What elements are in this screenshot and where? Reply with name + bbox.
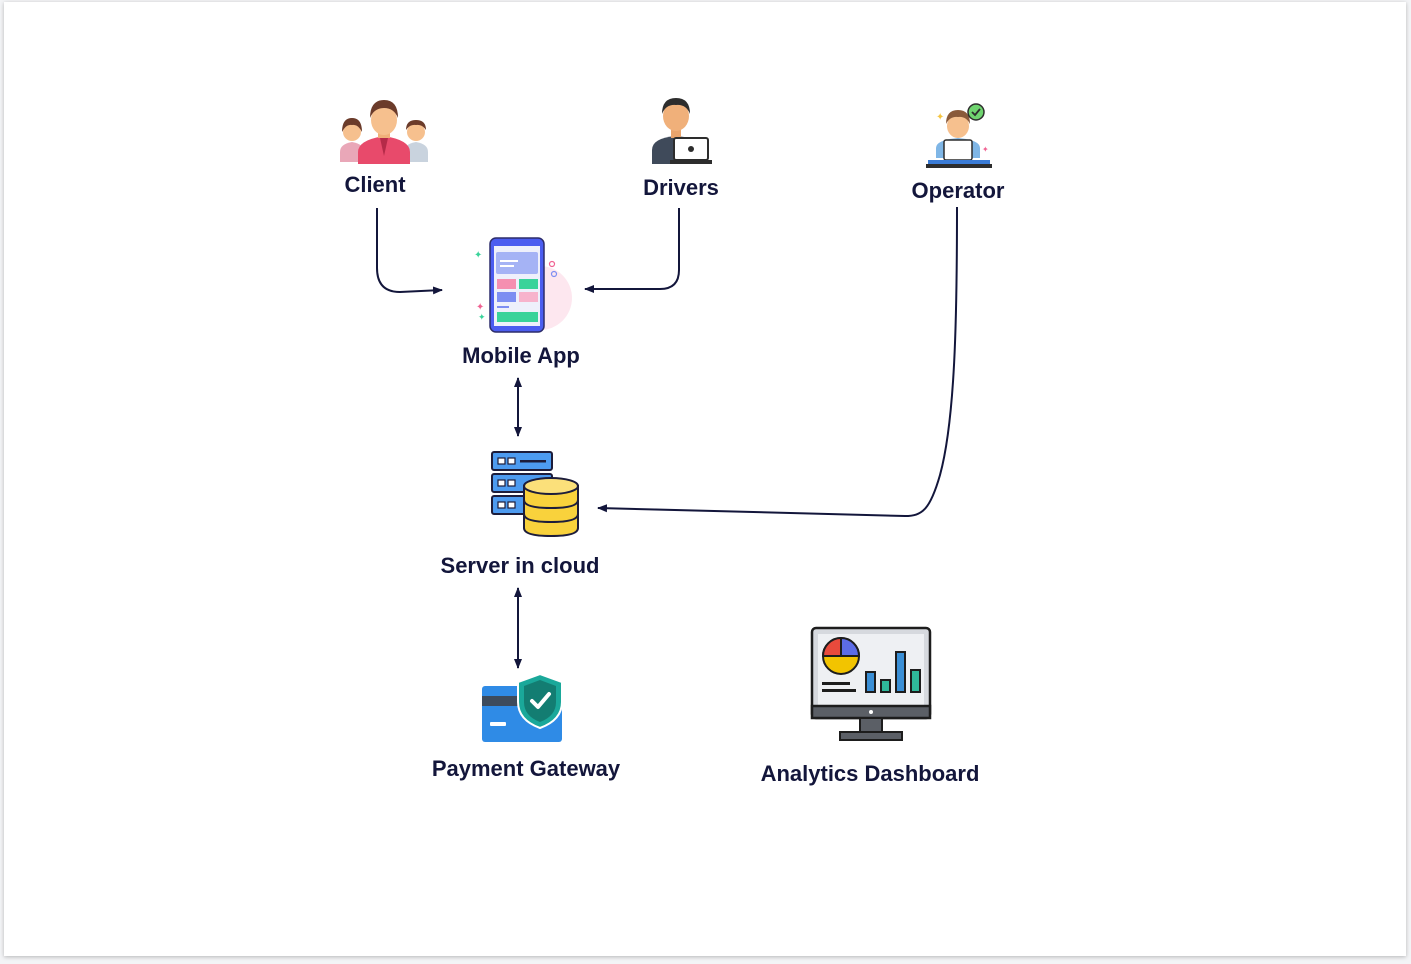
credit-card-shield-icon (482, 672, 563, 742)
payment-gateway-label: Payment Gateway (431, 756, 621, 781)
svg-text:✦: ✦ (478, 313, 486, 323)
svg-text:✦: ✦ (982, 145, 989, 154)
arrow-client-to-app (376, 208, 443, 295)
server-database-icon (491, 451, 579, 538)
arrow-drivers-to-app (584, 208, 680, 293)
driver-with-laptop-icon (652, 98, 712, 164)
svg-text:✦: ✦ (476, 302, 484, 313)
operator-label: Operator (911, 178, 1005, 203)
analytics-dashboard-label: Analytics Dashboard (760, 761, 980, 786)
drivers-label: Drivers (643, 175, 719, 200)
svg-text:✦: ✦ (474, 250, 482, 261)
svg-text:✦: ✦ (936, 112, 944, 123)
client-label: Client (344, 172, 406, 197)
smartphone-app-icon: ✦ ✦ ✦ (474, 237, 572, 333)
monitor-charts-icon (810, 626, 932, 741)
operator-at-desk-icon: ✦ ✦ (926, 103, 992, 168)
server-label: Server in cloud (440, 553, 600, 578)
group-of-people-icon (340, 100, 428, 164)
arrow-operator-to-server (597, 206, 958, 518)
mobile-app-label: Mobile App (462, 343, 580, 368)
